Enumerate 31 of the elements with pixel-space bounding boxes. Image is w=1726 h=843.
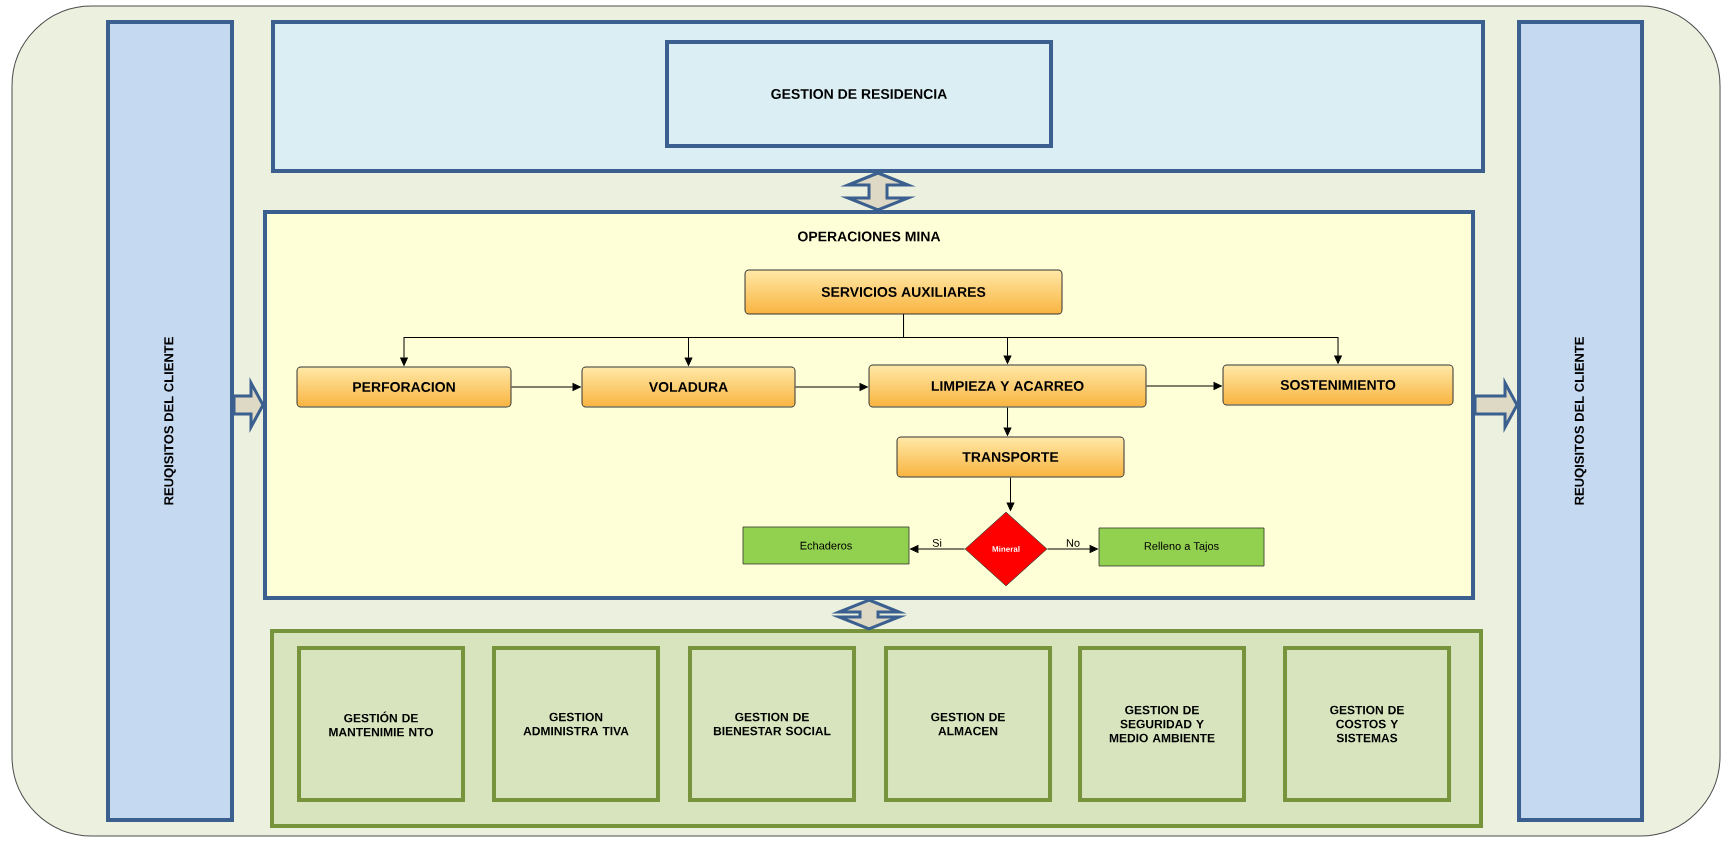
process-box: GESTION DE ALMACEN bbox=[884, 646, 1052, 802]
process-box: Echaderos bbox=[742, 526, 910, 565]
block-arrow bbox=[1473, 377, 1519, 433]
arrow bbox=[511, 383, 581, 391]
process-box: GESTION DE BIENESTAR SOCIAL bbox=[688, 646, 856, 802]
process-box: SERVICIOS AUXILIARES bbox=[744, 269, 1063, 315]
arrow bbox=[903, 314, 1342, 364]
process-box: Relleno a Tajos bbox=[1098, 527, 1265, 567]
arrow bbox=[795, 383, 868, 391]
arrow bbox=[1046, 545, 1098, 553]
block-arrow bbox=[232, 377, 265, 433]
arrow bbox=[1003, 407, 1012, 436]
process-box: PERFORACION bbox=[296, 366, 512, 408]
process-box: LIMPIEZA Y ACARREO bbox=[868, 364, 1147, 408]
side-column: REUQISITOS DEL CLIENTE bbox=[1517, 20, 1644, 822]
process-box: GESTION DE RESIDENCIA bbox=[665, 40, 1053, 148]
side-column: REUQISITOS DEL CLIENTE bbox=[106, 20, 234, 822]
process-box: GESTION DE COSTOS Y SISTEMAS bbox=[1283, 646, 1451, 802]
arrow bbox=[1006, 477, 1015, 511]
edge-label: Si bbox=[932, 538, 942, 547]
process-box: GESTION DE SEGURIDAD Y MEDIO AMBIENTE bbox=[1078, 646, 1246, 802]
process-box: TRANSPORTE bbox=[896, 436, 1125, 478]
process-box: GESTIÓN DE MANTENIMIE NTO bbox=[297, 646, 465, 802]
process-box: GESTION ADMINISTRA TIVA bbox=[492, 646, 660, 802]
block-arrow bbox=[840, 171, 916, 212]
arrow bbox=[1146, 382, 1222, 390]
edge-label: No bbox=[1066, 539, 1080, 547]
arrow bbox=[910, 545, 966, 553]
block-arrow bbox=[831, 598, 907, 631]
process-box: SOSTENIMIENTO bbox=[1222, 364, 1454, 406]
process-box: VOLADURA bbox=[581, 366, 796, 408]
